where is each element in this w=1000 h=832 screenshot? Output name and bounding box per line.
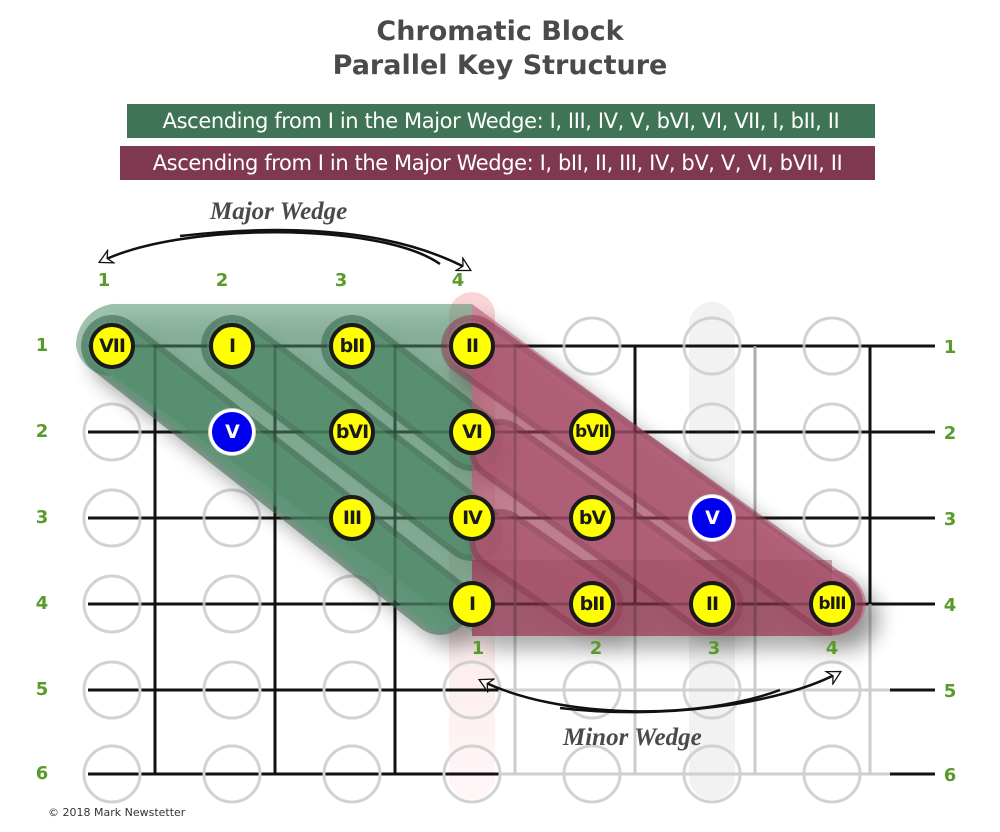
minor-wedge-label: Minor Wedge <box>563 724 702 751</box>
string-label-left: 2 <box>35 421 49 442</box>
minor-col-number: 2 <box>589 638 603 659</box>
string-label-right: 3 <box>943 509 957 530</box>
string-label-left: 1 <box>35 335 49 356</box>
minor-col-number: 4 <box>825 638 839 659</box>
string-label-left: 5 <box>35 679 49 700</box>
minor-col-number: 1 <box>471 638 485 659</box>
minor-wedge-arrow-right <box>559 672 840 714</box>
copyright: © 2018 Mark Newstetter <box>48 806 186 819</box>
minor-col-number: 3 <box>707 638 721 659</box>
note-circle: VII <box>89 323 135 369</box>
note-circle: I <box>449 581 495 627</box>
title-line-1: Chromatic Block <box>376 16 624 47</box>
note-circle: bII <box>329 323 375 369</box>
note-circle: III <box>329 495 375 541</box>
note-circle-dominant: V <box>209 409 255 455</box>
note-circle: II <box>689 581 735 627</box>
major-col-number: 4 <box>451 270 465 291</box>
string-label-left: 3 <box>35 507 49 528</box>
note-circle: IV <box>449 495 495 541</box>
note-circle: bVII <box>569 409 615 455</box>
string-label-right: 1 <box>943 337 957 358</box>
title-line-2: Parallel Key Structure <box>332 50 668 81</box>
string-label-right: 2 <box>943 423 957 444</box>
minor-wedge <box>441 304 866 637</box>
note-circle: bV <box>569 495 615 541</box>
major-wedge-arrow-right <box>179 228 470 270</box>
note-circle: bVI <box>329 409 375 455</box>
note-circle: bIII <box>809 581 855 627</box>
string-label-right: 6 <box>943 765 957 786</box>
string-label-right: 5 <box>943 681 957 702</box>
string-label-right: 4 <box>943 595 957 616</box>
major-col-number: 2 <box>215 270 229 291</box>
string-label-left: 6 <box>35 763 49 784</box>
note-circle: II <box>449 323 495 369</box>
note-circle-dominant: V <box>689 495 735 541</box>
empty-note-circles <box>82 316 862 804</box>
major-col-number: 3 <box>334 270 348 291</box>
major-wedge-banner: Ascending from I in the Major Wedge: I, … <box>127 104 875 138</box>
note-circle: bII <box>569 581 615 627</box>
string-label-left: 4 <box>35 593 49 614</box>
major-wedge-label: Major Wedge <box>210 198 348 225</box>
minor-wedge-banner: Ascending from I in the Major Wedge: I, … <box>120 146 875 180</box>
note-circle: I <box>209 323 255 369</box>
note-circle: VI <box>449 409 495 455</box>
major-wedge-arrow <box>100 231 441 266</box>
major-col-number: 1 <box>97 270 111 291</box>
